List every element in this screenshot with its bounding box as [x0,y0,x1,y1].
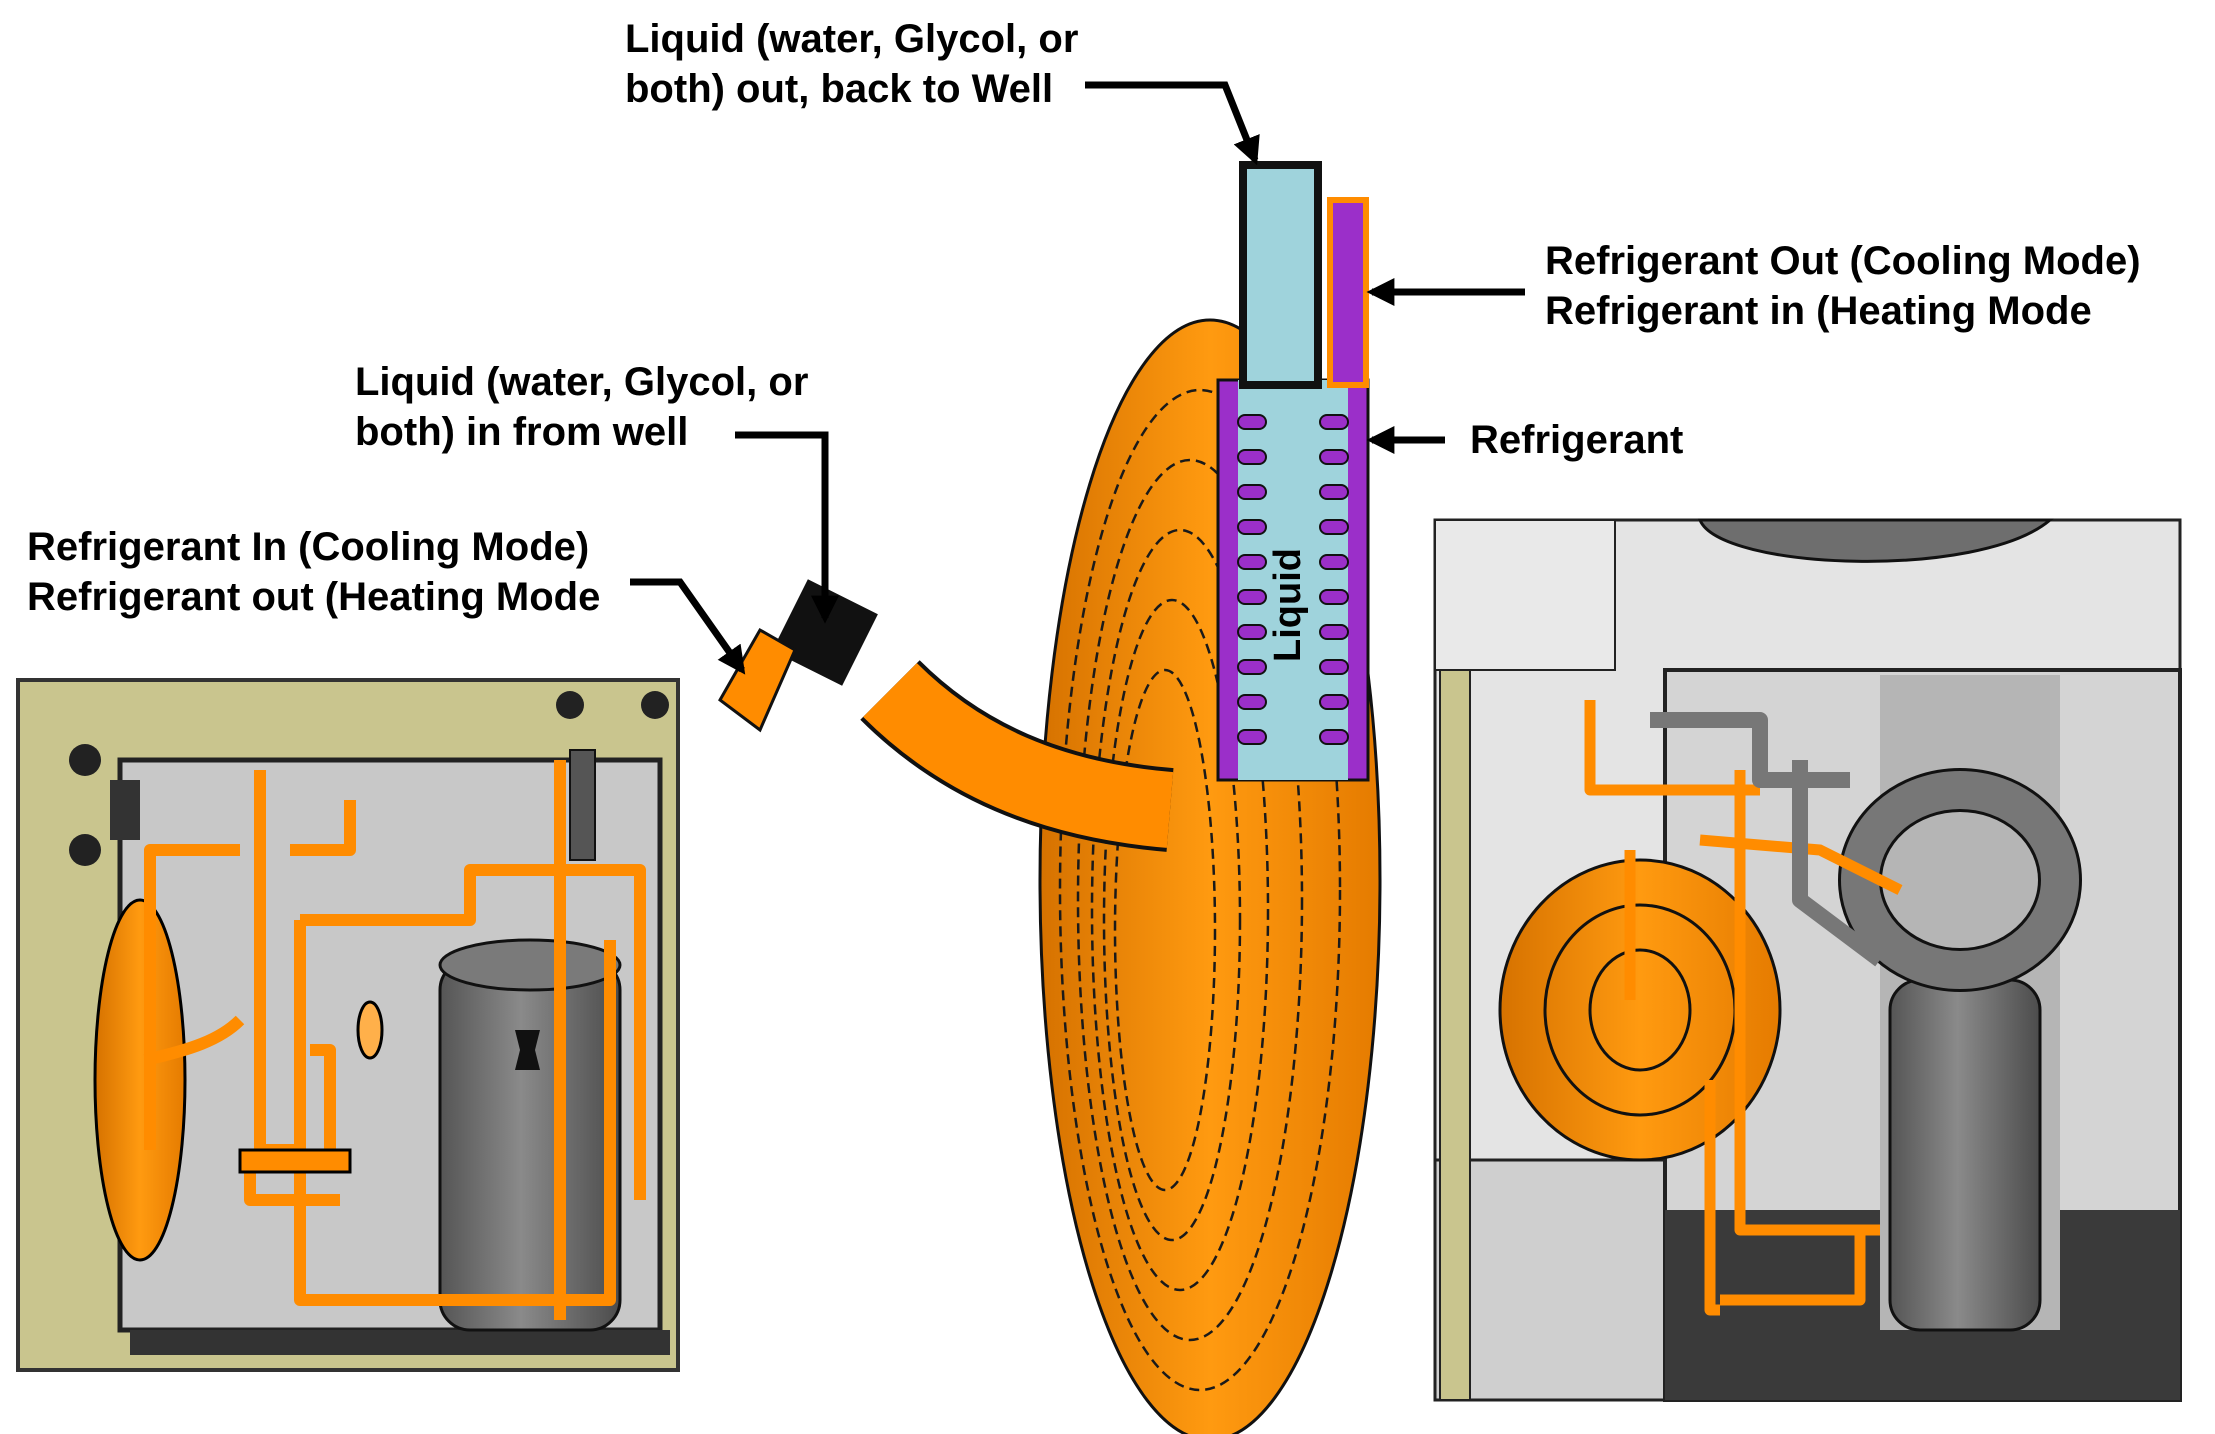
label-liquid-in-line-1: Liquid (water, Glycol, or [355,360,809,404]
label-liquid-out: Liquid (water, Glycol, or both) out, bac… [625,14,1078,114]
label-refrigerant-in: Refrigerant In (Cooling Mode) Refrigeran… [27,522,600,622]
arrow-liquid-in [735,431,839,624]
liquid-core-label: Liquid [1267,548,1309,662]
left-unit-cutaway [16,678,680,1372]
right-unit-cutaway [1433,518,2182,1402]
label-liquid-out-line-2: both) out, back to Well [625,67,1054,111]
label-liquid-in: Liquid (water, Glycol, or both) in from … [355,357,808,457]
label-refrigerant: Refrigerant [1470,415,1683,465]
label-refrigerant-in-line-1: Refrigerant In (Cooling Mode) [27,525,590,569]
label-refrigerant-text: Refrigerant [1470,418,1684,462]
coaxial-coil: Liquid [718,161,1382,1434]
arrow-liquid-out [1085,81,1260,166]
label-refrigerant-out: Refrigerant Out (Cooling Mode) Refrigera… [1545,236,2141,336]
label-refrigerant-out-line-1: Refrigerant Out (Cooling Mode) [1545,239,2141,283]
leader-arrows [630,81,1525,675]
label-liquid-out-line-1: Liquid (water, Glycol, or [625,17,1079,61]
label-refrigerant-in-line-2: Refrigerant out (Heating Mode [27,575,601,619]
arrow-refrigerant-in [630,578,746,675]
label-liquid-in-line-2: both) in from well [355,410,689,454]
label-refrigerant-out-line-2: Refrigerant in (Heating Mode [1545,289,2092,333]
